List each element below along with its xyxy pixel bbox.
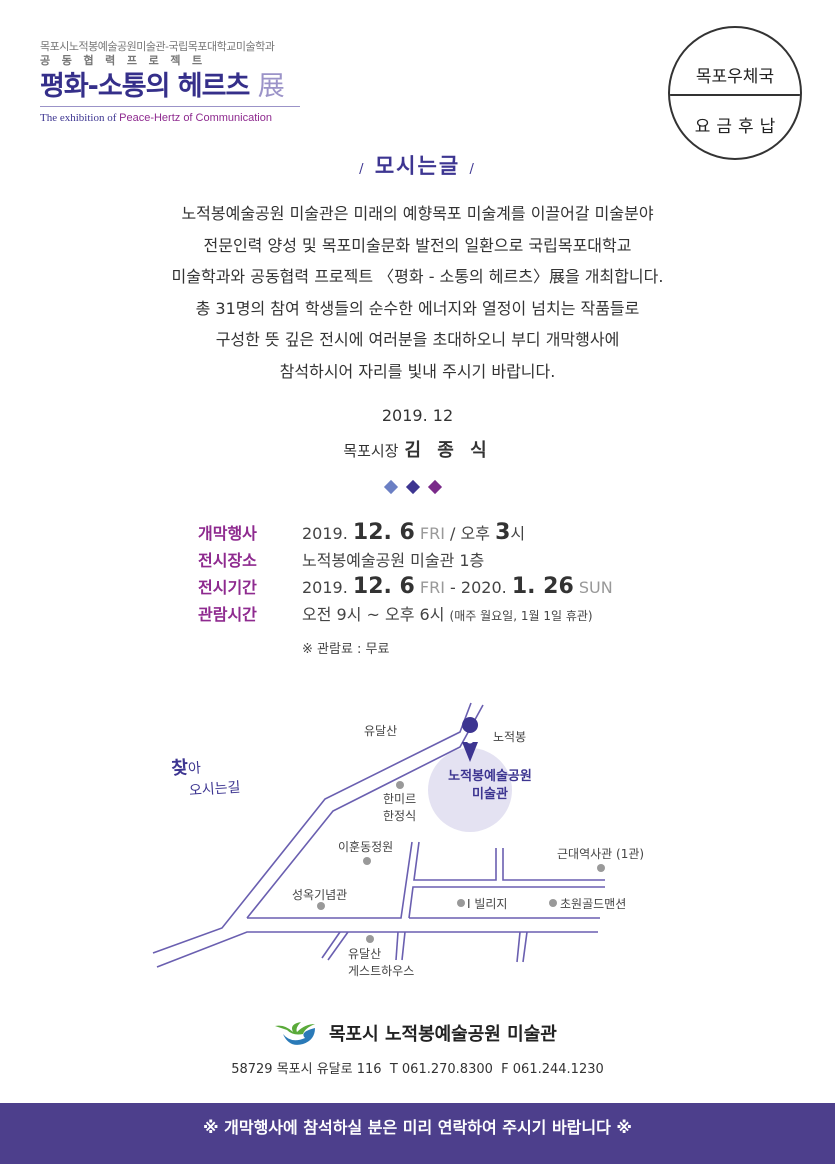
map-marker [363, 857, 371, 865]
road [413, 841, 497, 881]
slash-right: / [469, 162, 476, 177]
detail-value: 노적봉예술공원 미술관 1층 [302, 551, 485, 570]
fax-label: F [501, 1062, 509, 1077]
footer-notice: ※ 개막행사에 참석하실 분은 미리 연락하여 주시기 바랍니다 ※ [0, 1103, 835, 1164]
road [502, 848, 605, 881]
address: 58729 목포시 유달로 116 [231, 1062, 382, 1077]
road [516, 931, 521, 963]
exhibition-title: 평화-소통의 헤르츠 展 [40, 64, 285, 103]
map-label-yudalsan: 유달산 [364, 724, 398, 738]
map-label-guesthouse: 유달산 [348, 947, 382, 961]
heading-big: 찾 [170, 757, 189, 780]
invitation-date: 2019. 12 [381, 406, 454, 425]
fax: 061.244.1230 [512, 1062, 604, 1077]
event-details: 개막행사 2019. 12. 6 FRI / 오후 3시 전시장소 노적봉예술공원 … [198, 520, 613, 628]
detail-period: 전시기간 2019. 12. 6 FRI - 2020. 1. 26 SUN [198, 574, 613, 601]
map-label-guesthouse-2: 게스트하우스 [348, 964, 415, 978]
road [522, 931, 528, 963]
postage-stamp: 목포우체국 요금후납 [668, 26, 802, 160]
body-line: 노적봉예술공원 미술관은 미래의 예향목포 미술계를 이끌어갈 미술분야 [181, 204, 654, 223]
map-label-chowon-mansion: 초원골드맨션 [560, 897, 627, 911]
map-marker [549, 899, 557, 907]
contact-info: 58729 목포시 유달로 116 T 061.270.8300 F 061.2… [0, 1058, 835, 1077]
diamond-icon [383, 479, 399, 495]
museum-area [428, 748, 512, 832]
heading-rest: 오시는길 [188, 779, 242, 800]
admission-fee: ※ 관람료 : 무료 [302, 642, 390, 657]
diamond-icon [405, 479, 421, 495]
tel-label: T [389, 1062, 398, 1077]
map-marker [317, 902, 325, 910]
map-marker [457, 899, 465, 907]
detail-value: 오전 9시 ~ 오후 6시 (매주 월요일, 1월 1일 휴관) [302, 605, 593, 624]
map-label-hanjeongsik: 한정식 [383, 809, 417, 823]
detail-label: 전시기간 [198, 578, 257, 597]
pin-hole [466, 736, 474, 744]
location-map [152, 702, 605, 968]
map-label-leehun-garden: 이훈동정원 [338, 840, 394, 854]
exhibition-title-hanja: 展 [257, 71, 285, 102]
map-label-modern-history-hall: 근대역사관 (1관) [557, 847, 645, 861]
road [408, 886, 605, 919]
detail-label: 전시장소 [198, 551, 257, 570]
map-label-nojeokbong: 노적봉 [493, 730, 527, 744]
subtitle-prefix: The exhibition of [40, 112, 120, 124]
detail-label: 관람시간 [198, 605, 257, 624]
museum-label-line: 미술관 [472, 787, 508, 802]
road [401, 931, 406, 961]
header-organizers: 목포시노적봉예술공원미술관-국립목포대학교미술학과 [40, 40, 275, 53]
body-line: 구성한 뜻 깊은 전시에 여러분을 초대하오니 부디 개막행사에 [215, 330, 620, 349]
exhibition-title-text: 평화-소통의 헤르츠 [40, 71, 250, 102]
museum-name: 목포시 노적봉예술공원 미술관 [329, 1024, 557, 1045]
road [327, 931, 349, 961]
stamp-post-office: 목포우체국 [695, 67, 775, 87]
road [321, 931, 341, 959]
stamp-postage-paid: 요금후납 [694, 117, 782, 137]
signer-title: 목포시장 [343, 442, 399, 460]
subtitle-highlight: Peace-Hertz of Communication [119, 112, 272, 124]
detail-label: 개막행사 [198, 524, 257, 543]
slash-left: / [359, 162, 366, 177]
header-divider [40, 106, 300, 107]
heading-a: 아 [187, 760, 202, 778]
body-line: 참석하시어 자리를 빛내 주시기 바랍니다. [279, 361, 556, 381]
phone: 061.270.8300 [401, 1062, 493, 1077]
invitation-title-text: 모시는글 [374, 154, 461, 178]
map-label-hanmireu: 한미르 [383, 792, 417, 806]
road [156, 931, 598, 968]
detail-hours: 관람시간 오전 9시 ~ 오후 6시 (매주 월요일, 1월 1일 휴관) [198, 601, 613, 628]
invitation-body: 노적봉예술공원 미술관은 미래의 예향목포 미술계를 이끌어갈 미술분야 전문인… [0, 198, 835, 387]
diamond-divider [383, 479, 443, 495]
road [152, 702, 472, 954]
location-pin-icon [462, 717, 479, 762]
map-marker [396, 781, 404, 789]
detail-venue: 전시장소 노적봉예술공원 미술관 1층 [198, 547, 613, 574]
diamond-icon [427, 479, 443, 495]
map-marker [366, 935, 374, 943]
signer-name: 김 종 식 [404, 440, 492, 461]
mokpo-city-logo-icon [275, 1022, 315, 1045]
body-line: 전문인력 양성 및 목포미술문화 발전의 일환으로 국립목포대학교 [203, 235, 632, 255]
exhibition-subtitle: The exhibition of Peace-Hertz of Communi… [40, 112, 272, 124]
road [247, 841, 413, 919]
body-line: 미술학과와 공동협력 프로젝트 〈평화 - 소통의 헤르츠〉展을 개최합니다. [171, 267, 664, 286]
header-joint-project: 공동협력프로젝트 [40, 54, 214, 67]
body-line: 총 31명의 참여 학생들의 순수한 에너지와 열정이 넘치는 작품들로 [195, 298, 640, 318]
museum-label-line: 노적봉예술공원 [448, 769, 532, 784]
map-marker [597, 864, 605, 872]
stamp-divider [670, 94, 800, 96]
map-label-seongok-memorial: 성옥기념관 [292, 888, 348, 902]
museum-logo: 목포시 노적봉예술공원 미술관 [275, 1020, 557, 1046]
signature: 목포시장 김 종 식 [0, 436, 835, 462]
map-label-i-village: I 빌리지 [467, 897, 508, 911]
detail-opening: 개막행사 2019. 12. 6 FRI / 오후 3시 [198, 520, 613, 547]
invitation-title: / 모시는글 / [0, 150, 835, 180]
detail-value: 2019. 12. 6 FRI / 오후 3시 [302, 520, 526, 545]
detail-value: 2019. 12. 6 FRI - 2020. 1. 26 SUN [302, 574, 613, 599]
road [395, 931, 399, 961]
